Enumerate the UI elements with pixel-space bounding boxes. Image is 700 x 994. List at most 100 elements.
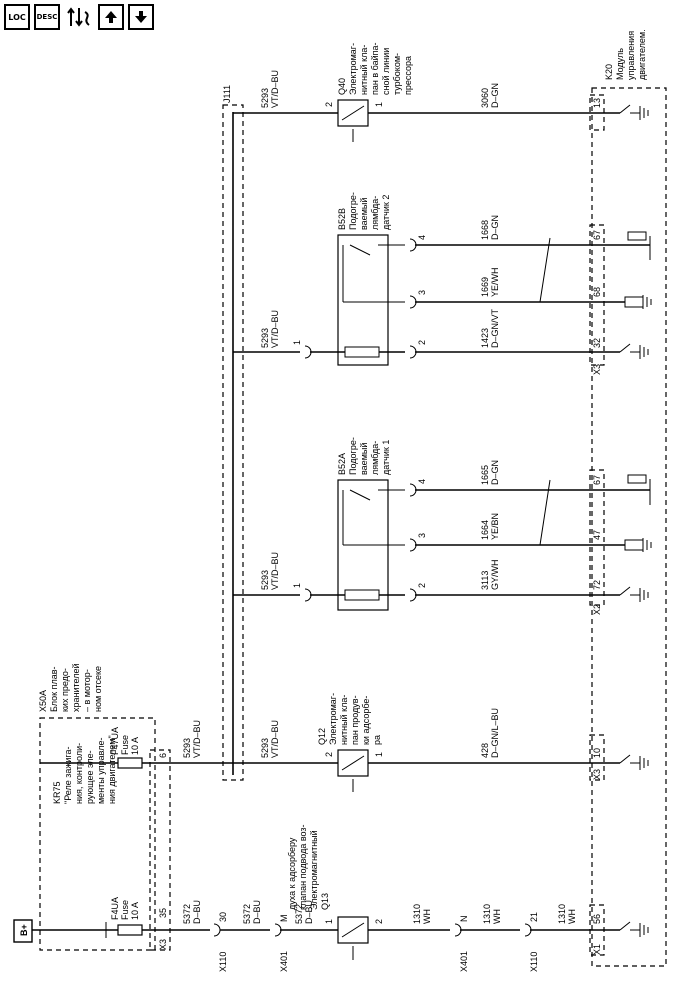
q40-line-4: сной линии (381, 48, 391, 95)
ecm-resistor-d (627, 231, 647, 241)
w1310-a-num: 1310 (412, 904, 422, 924)
b52a-line-3: лямбда- (370, 441, 380, 475)
b52a-pin2: 2 (417, 583, 427, 588)
ecm-x2-connector (589, 469, 605, 606)
ecm-p10: 10 (592, 748, 602, 758)
kr75-label: KR75 (52, 781, 62, 804)
w5293-e-num: 5293 (260, 88, 270, 108)
q12-label: Q12 (317, 728, 327, 745)
wiring-harness-icon (67, 7, 90, 27)
b52a-line-4: датчик 1 (381, 440, 391, 475)
x3-fuse-label: X3 (158, 939, 168, 950)
ecm-resistor-a (624, 539, 644, 551)
kr75-line-5: ния двигателем" (107, 735, 117, 804)
fuse-f4ua (117, 924, 143, 936)
up-button[interactable] (98, 4, 124, 30)
w1423-color: D–GN/VT (490, 308, 500, 348)
q12-line-5: ра (372, 735, 382, 745)
w1310-c-color: WH (567, 909, 577, 924)
b52b-line-2: ваемый (359, 198, 369, 230)
q13-pin2: 2 (374, 919, 384, 924)
w3113-num: 3113 (480, 571, 490, 590)
k20-line-1: Модуль (615, 48, 625, 80)
ecm-x3-connector-a (589, 734, 605, 781)
w1668-color: D–GN (490, 215, 500, 240)
w5372-a-num: 5372 (182, 904, 192, 924)
ecm-p47: 47 (592, 530, 602, 540)
q12-pin1: 1 (374, 752, 384, 757)
ecm-p56: 56 (592, 914, 602, 924)
q12-line-1: Электромаг- (328, 693, 338, 745)
ecm-x3b: X3 (592, 364, 602, 375)
f47ua-label: F47UA (110, 727, 120, 755)
x50a-line-4: – в мотор- (82, 669, 92, 712)
w5372-b-num: 5372 (242, 904, 252, 924)
w1665-num: 1665 (480, 465, 490, 485)
q13-label: Q13 (320, 893, 330, 910)
w3060-color: D–GN (490, 83, 500, 108)
ecm-x1: X1 (592, 944, 602, 955)
loc-button[interactable]: LOC (4, 4, 30, 30)
w1310-b-num: 1310 (482, 904, 492, 924)
x110-a-label: X110 (218, 952, 228, 972)
b52a-label: B52A (337, 453, 347, 475)
ecm-p72: 72 (592, 580, 602, 590)
w428-color: D–GN/L–BU (490, 708, 500, 758)
kr75-line-3: рующее эле- (85, 750, 95, 804)
w5293-c-color: VT/D–BU (270, 552, 280, 590)
ecm-x2: X2 (592, 604, 602, 615)
b52b-heater (344, 346, 380, 358)
arrow-down-icon (135, 11, 147, 23)
w5293-d-num: 5293 (260, 328, 270, 348)
f4ua-amp: 10 A (130, 902, 140, 920)
w1423-num: 1423 (480, 328, 490, 348)
ecm-x3-connector-b (589, 224, 605, 366)
f4ua-type: Fuse (120, 900, 130, 920)
x3-pin6: 6 (158, 753, 168, 758)
w1669-color: YE/WH (490, 267, 500, 297)
ecm-x3a: X3 (592, 769, 602, 780)
w5372-a-color: D–BU (192, 900, 202, 924)
splice-j111 (222, 104, 244, 781)
b52b-label: B52B (337, 208, 347, 230)
w3113-color: GY/WH (490, 560, 500, 591)
b52a-line-1: Подогре- (348, 437, 358, 475)
down-button[interactable] (128, 4, 154, 30)
x110-b-label: X110 (529, 952, 539, 972)
kr75-line-2: ния, контроли- (74, 743, 84, 804)
arrow-up-icon (105, 11, 117, 23)
wiring-harness-button[interactable] (64, 4, 94, 30)
k20-label: K20 (604, 64, 614, 80)
w1310-a-color: WH (422, 909, 432, 924)
desc-button[interactable]: DESC (34, 4, 60, 30)
q40-line-1: Электромаг- (348, 43, 358, 95)
b52b-pin1: 1 (292, 340, 302, 345)
q40-pin1: 1 (374, 102, 384, 107)
q13-line-3: духа к адсорберу (287, 837, 297, 910)
w1665-color: D–GN (490, 460, 500, 485)
q40-line-6: прессора (403, 56, 413, 95)
w1668-num: 1668 (480, 220, 490, 240)
x401-pn: N (459, 916, 469, 923)
q12-line-3: пан продув- (350, 695, 360, 745)
x50a-line-2: ких предо- (60, 668, 70, 712)
ecm-k20-box (591, 87, 667, 967)
b52a-pin4: 4 (417, 479, 427, 484)
w5293-a-num: 5293 (182, 738, 192, 758)
x110-p21: 21 (529, 912, 539, 922)
x401-a-label: X401 (279, 951, 289, 972)
ecm-p67a: 67 (592, 475, 602, 485)
ecm-p68: 68 (592, 287, 602, 297)
loc-icon: LOC (8, 12, 26, 22)
ecm-p32: 32 (592, 338, 602, 348)
q13-line-1: Электромагнитный (309, 830, 319, 910)
b52b-line-3: лямбда- (370, 196, 380, 230)
ecm-resistor-c (624, 296, 644, 308)
desc-icon: DESC (36, 13, 58, 21)
w5293-d-color: VT/D–BU (270, 310, 280, 348)
k20-line-3: двигателем. (637, 29, 647, 80)
b52b-pin2: 2 (417, 340, 427, 345)
w5372-c-num: 5372 (294, 904, 304, 924)
battery-label: B+ (19, 924, 29, 936)
b52b-pin4: 4 (417, 235, 427, 240)
